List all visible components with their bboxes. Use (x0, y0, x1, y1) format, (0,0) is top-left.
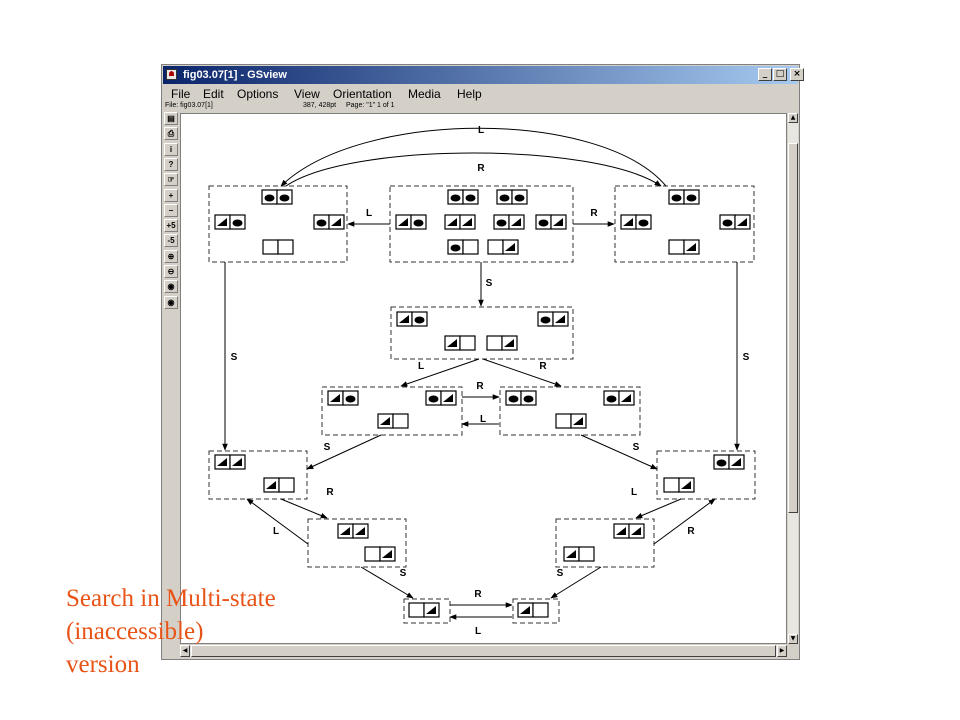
state-bot-l (307, 518, 407, 568)
edge-label-S: S (400, 568, 407, 579)
edge-label-R: R (687, 526, 695, 537)
edge-label-L: L (475, 626, 481, 637)
menu-orientation[interactable]: Orientation (333, 87, 392, 101)
edge-botr-goalr-S (550, 566, 602, 599)
info-icon[interactable]: i (164, 142, 178, 156)
edge-label-R: R (477, 163, 485, 174)
view-icon[interactable]: ◉ (164, 295, 178, 309)
goto-page-icon[interactable]: ☞ (164, 173, 178, 187)
edge-label-R: R (326, 487, 334, 498)
prev-page-icon[interactable]: − (164, 203, 178, 217)
menu-media[interactable]: Media (408, 87, 441, 101)
scroll-up-button[interactable]: ▲ (788, 113, 798, 123)
edge-label-S: S (743, 352, 750, 363)
edge-label-L: L (480, 414, 486, 425)
maximize-button[interactable]: □ (773, 68, 787, 81)
minimize-button[interactable]: _ (758, 68, 772, 81)
state-goal-r (512, 598, 560, 624)
gsview-window: ☗ fig03.07[1] - GSview _□× File Edit Opt… (161, 64, 804, 660)
edge-mid-midr-R (482, 358, 562, 387)
edge-lowl-botl-R (280, 498, 328, 519)
status-page: Page: "1" 1 of 1 (346, 102, 395, 109)
help-icon[interactable]: ? (164, 157, 178, 171)
scroll-down-button[interactable]: ▼ (788, 634, 798, 644)
caption-line-3: version (66, 651, 140, 678)
state-right (614, 185, 755, 263)
status-bar: File: fig03.07[1] 387, 428pt Page: "1" 1… (163, 102, 798, 112)
edge-label-L: L (418, 361, 424, 372)
zoom-out-icon[interactable]: ⊖ (164, 265, 178, 278)
scroll-right-button[interactable]: ▶ (777, 645, 787, 657)
print-icon[interactable]: ⎙ (164, 127, 178, 141)
document-viewport[interactable]: L R L R S S S L R R L S S R L L R S S R L (180, 113, 787, 644)
state-mid (390, 306, 574, 360)
edge-label-S: S (324, 442, 331, 453)
window-title: fig03.07[1] - GSview (183, 69, 287, 81)
menu-edit[interactable]: Edit (203, 87, 224, 101)
state-bot-r (555, 518, 655, 568)
edge-label-L: L (478, 125, 484, 136)
state-low-r (656, 450, 756, 500)
state-left (208, 185, 348, 263)
edge-midl-lowl-S (306, 434, 382, 470)
zoom-in-icon[interactable]: ⊕ (164, 249, 178, 263)
edge-botr-lowr-R (653, 498, 716, 545)
edge-label-S: S (557, 568, 564, 579)
edge-mid-midl-L (400, 358, 480, 387)
forward-5-icon[interactable]: +5 (164, 219, 178, 233)
edge-botl-goall-S (360, 566, 414, 599)
slide-caption: Search in Multi-state (inaccessible) ver… (66, 582, 276, 681)
state-mid-r (499, 386, 641, 436)
edge-label-R: R (539, 361, 547, 372)
edge-label-L: L (631, 487, 637, 498)
edge-left-right-top (285, 152, 662, 187)
edge-label-R: R (476, 381, 484, 392)
toolbar: ▤ ⎙i? ☞+− +5-5⊕ ⊖ ◉◉ (163, 112, 179, 312)
edge-label-L: L (366, 208, 372, 219)
vertical-scrollbar[interactable]: ▲ ▼ (788, 113, 798, 644)
menu-help[interactable]: Help (457, 87, 482, 101)
status-file: File: fig03.07[1] (165, 102, 213, 109)
edge-label-R: R (474, 589, 482, 600)
caption-line-2: (inaccessible) (66, 618, 204, 645)
edge-label-S: S (633, 442, 640, 453)
menu-view[interactable]: View (294, 87, 320, 101)
edge-label-S: S (486, 278, 493, 289)
caption-line-1: Search in Multi-state (66, 585, 276, 612)
state-goal-l (403, 598, 451, 624)
edge-botl-lowl-L (246, 498, 309, 545)
edge-lowr-botr-L (635, 498, 682, 519)
state-center (389, 185, 574, 263)
state-mid-l (321, 386, 463, 436)
menu-options[interactable]: Options (237, 87, 279, 101)
title-bar[interactable]: ☗ fig03.07[1] - GSview _□× (163, 66, 804, 84)
ghost-icon[interactable]: ☗ (166, 69, 177, 80)
text-search-icon[interactable]: ◉ (164, 280, 178, 294)
state-low-l (208, 450, 308, 500)
back-5-icon[interactable]: -5 (164, 234, 178, 248)
next-page-icon[interactable]: + (164, 188, 178, 202)
vertical-scroll-thumb[interactable] (788, 143, 798, 513)
state-diagram: L R L R S S S L R R L S S R L L R S S R L (208, 125, 756, 637)
close-button[interactable]: × (790, 68, 804, 81)
edge-label-L: L (273, 526, 279, 537)
edge-label-S: S (231, 352, 238, 363)
edge-midr-lowr-S (580, 434, 658, 470)
menu-bar: File Edit Options View Orientation Media… (163, 85, 798, 104)
horizontal-scrollbar[interactable]: ◀ ▶ (180, 645, 787, 657)
scroll-left-button[interactable]: ◀ (180, 645, 190, 657)
menu-file[interactable]: File (171, 87, 191, 101)
horizontal-scroll-thumb[interactable] (191, 645, 776, 657)
edge-right-left-top (280, 127, 667, 187)
edge-label-R: R (590, 208, 598, 219)
status-coords: 387, 428pt (303, 102, 337, 109)
open-file-icon[interactable]: ▤ (164, 112, 178, 125)
